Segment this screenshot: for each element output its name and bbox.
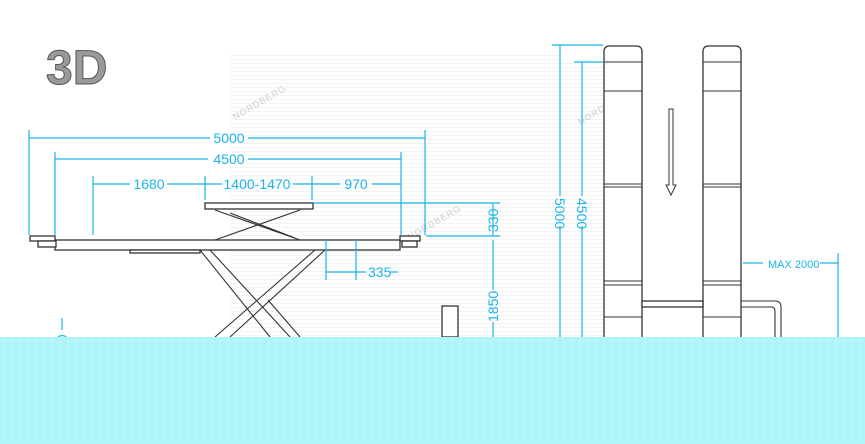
top-view-lift — [603, 45, 782, 347]
dim-1850: 1850 — [485, 291, 501, 322]
dim-335: 335 — [368, 264, 392, 280]
top-dimensions: 5000 4500 MAX 2000 — [552, 44, 839, 337]
dim-330: 330 — [485, 208, 501, 232]
side-view-lift — [29, 202, 459, 338]
dim-1400-1470: 1400-1470 — [224, 176, 291, 192]
dim-max-2000: MAX 2000 — [768, 259, 819, 271]
top-dim-4500: 4500 — [574, 198, 590, 229]
bottom-band — [0, 337, 865, 444]
dim-5000: 5000 — [213, 130, 244, 146]
watermark: NORDBERG — [231, 83, 288, 122]
direction-arrow-icon — [665, 108, 677, 197]
dim-970: 970 — [344, 176, 368, 192]
3d-logo: 3D — [46, 42, 108, 96]
dim-1680: 1680 — [133, 176, 164, 192]
svg-text:3D: 3D — [46, 42, 107, 95]
background-texture — [230, 55, 560, 340]
top-dim-5000: 5000 — [552, 198, 568, 229]
dim-4500: 4500 — [213, 151, 244, 167]
